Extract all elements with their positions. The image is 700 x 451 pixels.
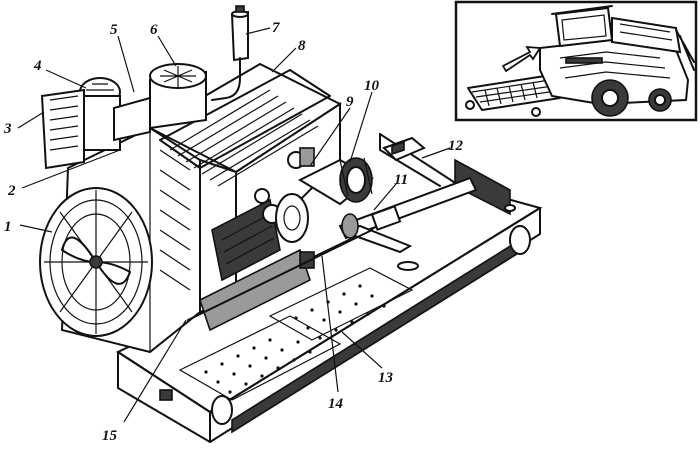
mounting-bracket	[382, 136, 426, 162]
callout-labels: 1 2 3 4 5 6 7 8 9 10 11 12 13 14 15	[3, 20, 464, 444]
exhaust-pipe	[211, 5, 249, 101]
callout-7: 7	[272, 20, 280, 36]
air-cleaner	[127, 63, 207, 130]
clutch-assembly	[297, 157, 374, 206]
callout-6: 6	[150, 22, 158, 38]
location-arrow-icon	[501, 45, 542, 73]
callout-2: 2	[7, 183, 16, 199]
callout-11: 11	[394, 172, 408, 188]
cooling-fan	[39, 187, 153, 337]
callout-3: 3	[3, 121, 12, 137]
inset-panel	[454, 0, 698, 122]
callout-10: 10	[364, 78, 380, 94]
callout-13: 13	[378, 370, 394, 386]
combine-harvester-drawing	[465, 5, 695, 117]
leader-lines	[17, 27, 451, 423]
engine-block	[147, 62, 343, 332]
engine-assembly-drawing	[39, 5, 543, 443]
callout-15: 15	[102, 428, 118, 444]
screen-guard	[40, 88, 85, 170]
precleaner	[79, 77, 151, 151]
callout-5: 5	[110, 22, 118, 38]
callout-8: 8	[298, 38, 306, 54]
callout-9: 9	[346, 94, 354, 110]
callout-14: 14	[328, 396, 344, 412]
drive-shaft	[187, 176, 478, 321]
callout-12: 12	[448, 138, 464, 154]
callout-4: 4	[33, 58, 42, 74]
callout-1: 1	[4, 219, 12, 235]
engine-frame	[115, 133, 543, 443]
